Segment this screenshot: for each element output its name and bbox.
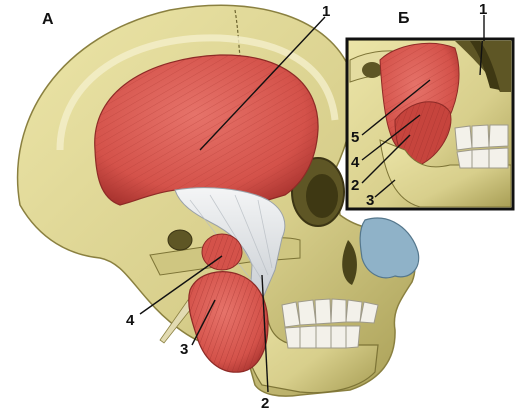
leader-line-b3 <box>374 179 396 198</box>
label-b-5: 5 <box>351 129 359 146</box>
label-a-4: 4 <box>126 312 135 329</box>
nasal-cartilage <box>359 217 420 279</box>
upper-teeth <box>281 298 379 328</box>
leader-line-b2 <box>361 134 411 184</box>
leader-line-b1 <box>479 41 483 76</box>
leader-line-b5 <box>361 79 431 136</box>
leader-line-a4 <box>139 255 223 315</box>
leader-line-a3 <box>191 299 216 346</box>
label-b-3: 3 <box>366 192 374 209</box>
leader-line-a2 <box>261 274 269 393</box>
temporal-line <box>56 34 339 151</box>
label-b-2: 2 <box>351 177 359 194</box>
label-a-3: 3 <box>180 341 188 358</box>
ear-canal <box>167 229 193 251</box>
label-a-2: 2 <box>261 395 269 411</box>
label-b-4: 4 <box>351 154 360 171</box>
label-b-1: 1 <box>479 1 487 18</box>
lower-teeth <box>284 325 361 349</box>
label-a-1: 1 <box>322 3 330 20</box>
inset-teeth <box>454 124 509 169</box>
panel-b-inset <box>345 15 515 211</box>
panel-b-letter: Б <box>398 10 410 27</box>
panel-a-letter: А <box>42 11 54 28</box>
leader-line-b4 <box>361 114 421 161</box>
panel-a <box>16 4 420 397</box>
leader-line-a1 <box>199 16 326 151</box>
